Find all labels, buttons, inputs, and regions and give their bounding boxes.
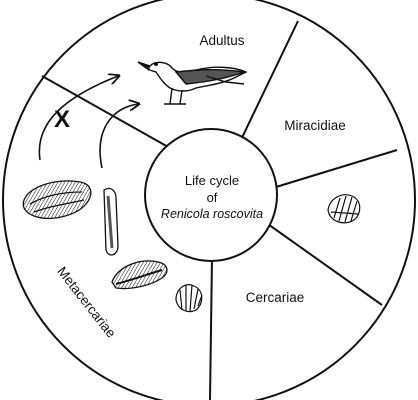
- cockle-shell-icon: [175, 284, 203, 313]
- oyster-shell-icon: [22, 180, 92, 219]
- divider-miracidiae: [275, 149, 398, 188]
- stage-label-adults: Adultus: [199, 33, 244, 48]
- divider-cercariae: [209, 257, 213, 400]
- transmission-arrow-blocked: [38, 76, 118, 161]
- center-species-name: Renicola roscovita: [161, 207, 263, 221]
- stage-label-cercariae: Cercariae: [246, 290, 305, 305]
- transmission-arrow: [99, 104, 138, 169]
- center-title-line1: Life cycle: [185, 173, 239, 188]
- divider-adults-left: [41, 75, 171, 149]
- snail-shell-icon: [327, 194, 361, 224]
- divider-adults-right: [237, 20, 299, 147]
- stage-label-miracidiae: Miracidiae: [284, 118, 346, 133]
- blocked-x-mark: X: [54, 106, 70, 133]
- divider-egg: [264, 221, 383, 306]
- mussel-shell-icon: [111, 260, 168, 290]
- center-title-line2: of: [207, 190, 218, 205]
- center-circle: [144, 128, 278, 262]
- seagull-icon: [137, 61, 248, 105]
- razor-clam-icon: [103, 187, 119, 256]
